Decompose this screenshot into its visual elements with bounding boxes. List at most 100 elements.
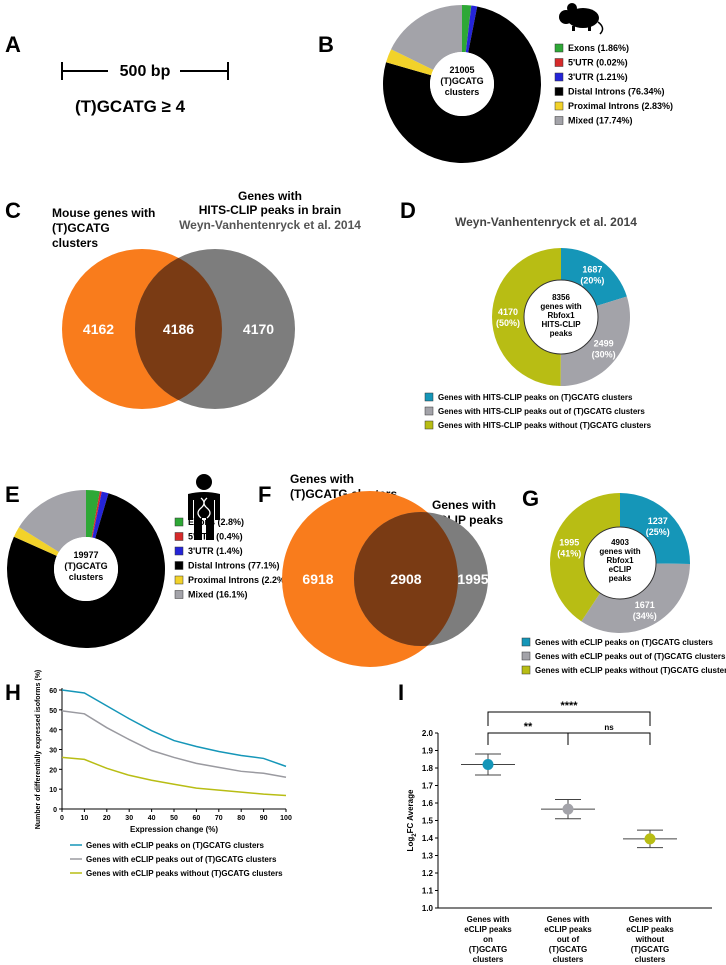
i-mean-point-0 bbox=[482, 759, 494, 770]
legend-B-swatch-4 bbox=[554, 101, 564, 111]
donut-G-slice-2 bbox=[550, 493, 620, 622]
h-x-tick-label-8: 80 bbox=[237, 815, 245, 822]
h-x-tick-label-9: 90 bbox=[260, 815, 268, 822]
i-category-label-0-1: eCLIP peaks bbox=[464, 925, 512, 934]
donut-E-slice-3 bbox=[7, 493, 166, 648]
legend-d: Genes with HITS-CLIP peaks on (T)GCATG c… bbox=[424, 392, 652, 430]
legend-G-label-1: Genes with eCLIP peaks out of (T)GCATG c… bbox=[535, 652, 726, 661]
legend-G-label-2: Genes with eCLIP peaks without (T)GCATG … bbox=[535, 666, 726, 675]
donut-G-slice-label-0: 1237 bbox=[648, 516, 668, 526]
donut-G-slice-label-1: 1671 bbox=[635, 600, 655, 610]
legend-E-label-5: Mixed (16.1%) bbox=[188, 590, 248, 600]
panel-letter-h: H bbox=[5, 680, 21, 705]
venn-f-right-title-1: Genes with bbox=[432, 498, 496, 512]
donut-e-center-count: 19977 bbox=[73, 550, 98, 560]
donut-d-center-4: HITS-CLIP bbox=[541, 320, 581, 329]
i-y-tick-label-6: 1.6 bbox=[422, 799, 434, 808]
legend-e: Exons (2.8%)5'UTR (0.4%)3'UTR (1.4%)Dist… bbox=[174, 517, 288, 600]
legend-B-swatch-3 bbox=[554, 87, 564, 96]
donut-d-center-2: genes with bbox=[540, 302, 581, 311]
panel-i: I 1.01.11.21.31.41.51.61.71.81.92.0Log2F… bbox=[398, 680, 712, 964]
donut-g-center-4: eCLIP bbox=[609, 565, 632, 574]
donut-B-slice-2 bbox=[465, 5, 478, 53]
h-series-line-1 bbox=[61, 710, 287, 779]
i-y-tick-label-3: 1.3 bbox=[422, 852, 434, 861]
panel-letter-b: B bbox=[318, 32, 334, 57]
h-x-tick-label-5: 50 bbox=[170, 815, 178, 822]
h-legend-label-2: Genes with eCLIP peaks without (T)GCATG … bbox=[86, 869, 283, 878]
i-significance-label-2: ns bbox=[604, 723, 614, 732]
i-category-label-0-0: Genes with bbox=[467, 915, 510, 924]
donut-E-hole bbox=[54, 537, 118, 601]
h-series-line-2 bbox=[61, 756, 287, 797]
legend-B-swatch-0 bbox=[554, 43, 564, 53]
venn-c-left-title-1: Mouse genes with bbox=[52, 206, 155, 220]
legend-D-swatch-1 bbox=[424, 406, 434, 416]
donut-d-center-1: 8356 bbox=[552, 293, 570, 302]
panel-g: G 1237(25%)1671(34%)1995(41%) 4903 genes… bbox=[521, 486, 726, 675]
i-category-label-1-0: Genes with bbox=[547, 915, 590, 924]
i-y-tick-label-4: 1.4 bbox=[422, 834, 434, 843]
i-y-tick-label-2: 1.2 bbox=[422, 869, 434, 878]
panel-letter-e: E bbox=[5, 482, 20, 507]
donut-D-hole bbox=[523, 279, 599, 355]
donut-g-center-1: 4903 bbox=[611, 538, 629, 547]
i-category-label-0-4: clusters bbox=[473, 955, 504, 964]
venn-F-overlap-value: 2908 bbox=[390, 571, 421, 587]
panel-letter-a: A bbox=[5, 32, 21, 57]
h-y-tick-label-0: 0 bbox=[53, 807, 57, 814]
panel-letter-i: I bbox=[398, 680, 404, 705]
donut-D-slice-1 bbox=[560, 296, 630, 386]
i-category-label-2-0: Genes with bbox=[629, 915, 672, 924]
donut-g-center-5: peaks bbox=[609, 574, 632, 583]
i-significance-label-0: **** bbox=[560, 700, 578, 712]
i-category-label-0-2: on bbox=[483, 935, 493, 944]
h-x-tick-label-10: 100 bbox=[280, 815, 292, 822]
donut-d-center-5: peaks bbox=[550, 329, 573, 338]
legend-B-label-0: Exons (1.86%) bbox=[568, 43, 629, 53]
donut-B-slice-0 bbox=[462, 5, 472, 53]
i-category-label-0-3: (T)GCATG bbox=[469, 945, 508, 954]
i-significance-bracket-0 bbox=[487, 711, 651, 726]
i-category-label-2-3: (T)GCATG bbox=[631, 945, 670, 954]
donut-G-slice-0 bbox=[620, 493, 691, 565]
i-y-tick-label-0: 1.0 bbox=[422, 904, 434, 913]
legend-G-label-0: Genes with eCLIP peaks on (T)GCATG clust… bbox=[535, 638, 714, 647]
panel-letter-f: F bbox=[258, 482, 271, 507]
h-legend-label-0: Genes with eCLIP peaks on (T)GCATG clust… bbox=[86, 841, 265, 850]
venn-c-left-title-2: (T)GCATG bbox=[52, 221, 110, 235]
h-x-axis-label: Expression change (%) bbox=[130, 825, 218, 834]
donut-D-slice-label-2: 4170 bbox=[498, 307, 518, 317]
i-y-tick-label-8: 1.8 bbox=[422, 764, 434, 773]
donut-D-slice-label-0: 1687 bbox=[582, 264, 602, 274]
i-category-label-1-1: eCLIP peaks bbox=[544, 925, 592, 934]
h-y-tick-label-1: 10 bbox=[49, 787, 57, 794]
legend-B-swatch-5 bbox=[554, 116, 564, 125]
venn-c-right-title-1: Genes with bbox=[238, 189, 302, 203]
venn-C-right-value: 4170 bbox=[243, 321, 274, 337]
i-mean-point-2 bbox=[644, 833, 656, 845]
donut-B-slice-1 bbox=[465, 5, 472, 53]
panel-c: C Mouse genes with (T)GCATG clusters Gen… bbox=[5, 189, 361, 409]
donut-b-center-motif: (T)GCATG bbox=[440, 76, 483, 86]
donut-b-center-count: 21005 bbox=[449, 65, 474, 75]
mouse-icon bbox=[559, 3, 604, 35]
i-y-tick-label-10: 2.0 bbox=[422, 729, 434, 738]
donut-G-slice-pct-2: (41%) bbox=[557, 549, 581, 559]
i-category-label-1-4: clusters bbox=[553, 955, 584, 964]
h-x-tick-label-3: 30 bbox=[125, 815, 133, 822]
legend-E-swatch-3 bbox=[174, 561, 184, 570]
legend-g: Genes with eCLIP peaks on (T)GCATG clust… bbox=[521, 637, 726, 675]
donut-chart-g: 1237(25%)1671(34%)1995(41%) bbox=[550, 493, 691, 634]
legend-E-swatch-1 bbox=[174, 532, 184, 541]
legend-B-swatch-1 bbox=[554, 58, 564, 67]
legend-B-swatch-2 bbox=[554, 72, 564, 82]
h-y-tick-label-2: 20 bbox=[49, 767, 57, 774]
donut-B-slice-4 bbox=[386, 49, 434, 76]
donut-D-slice-pct-2: (50%) bbox=[496, 318, 520, 328]
i-significance-bracket-1 bbox=[487, 732, 569, 745]
